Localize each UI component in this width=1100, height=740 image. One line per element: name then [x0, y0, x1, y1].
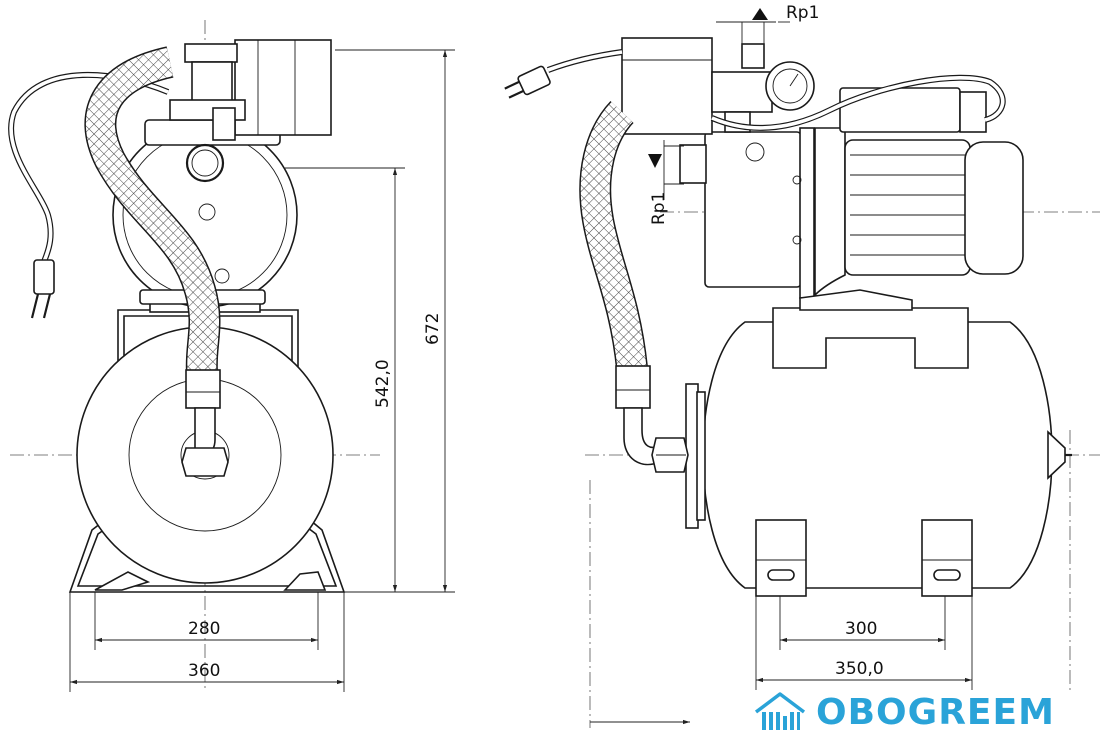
dim-280-label: 280	[188, 619, 220, 639]
side-inlet-port	[679, 144, 707, 184]
side-pump-saddle	[772, 307, 969, 369]
front-power-cable	[8, 72, 170, 319]
side-pump-body	[704, 131, 802, 288]
side-hose	[579, 100, 689, 473]
front-pressure-switch	[169, 39, 332, 141]
side-mount-plate	[799, 127, 815, 299]
front-view: 280 360 542,0 672	[8, 20, 455, 692]
side-pressure-switch	[621, 37, 815, 135]
dim-300-label: 300	[845, 619, 877, 639]
outlet-arrow-icon	[752, 8, 768, 20]
side-feet	[755, 519, 973, 597]
dim-542-label: 542,0	[373, 359, 393, 408]
brand-logo: OBOGREEM	[752, 688, 1055, 736]
outlet-rp1-label: Rp1	[786, 3, 819, 23]
front-hose	[84, 46, 229, 477]
house-logo-icon	[754, 692, 806, 730]
dim-360-label: 360	[188, 661, 220, 681]
side-motor-terminal-box	[839, 87, 961, 133]
dim-672-label: 672	[423, 313, 443, 345]
brand-name: OBOGREEM	[816, 691, 1055, 733]
side-view: Rp1 Rp1 300 350,0	[504, 3, 1100, 728]
inlet-rp1-label: Rp1	[649, 192, 669, 225]
side-motor-fan-cover	[964, 141, 1024, 275]
side-tank	[685, 307, 1072, 597]
dim-350-label: 350,0	[835, 659, 884, 679]
inlet-arrow-icon	[648, 154, 662, 168]
front-plug-icon	[33, 259, 55, 295]
side-dimensions: 300 350,0	[590, 596, 973, 725]
front-dimensions: 280 360 542,0 672	[69, 49, 455, 692]
side-plug-icon	[504, 65, 551, 99]
front-hose-coupling	[185, 369, 221, 409]
side-hose-coupling	[615, 365, 651, 409]
side-power-cable	[504, 49, 1006, 131]
side-port-annotations: Rp1 Rp1	[648, 3, 819, 225]
